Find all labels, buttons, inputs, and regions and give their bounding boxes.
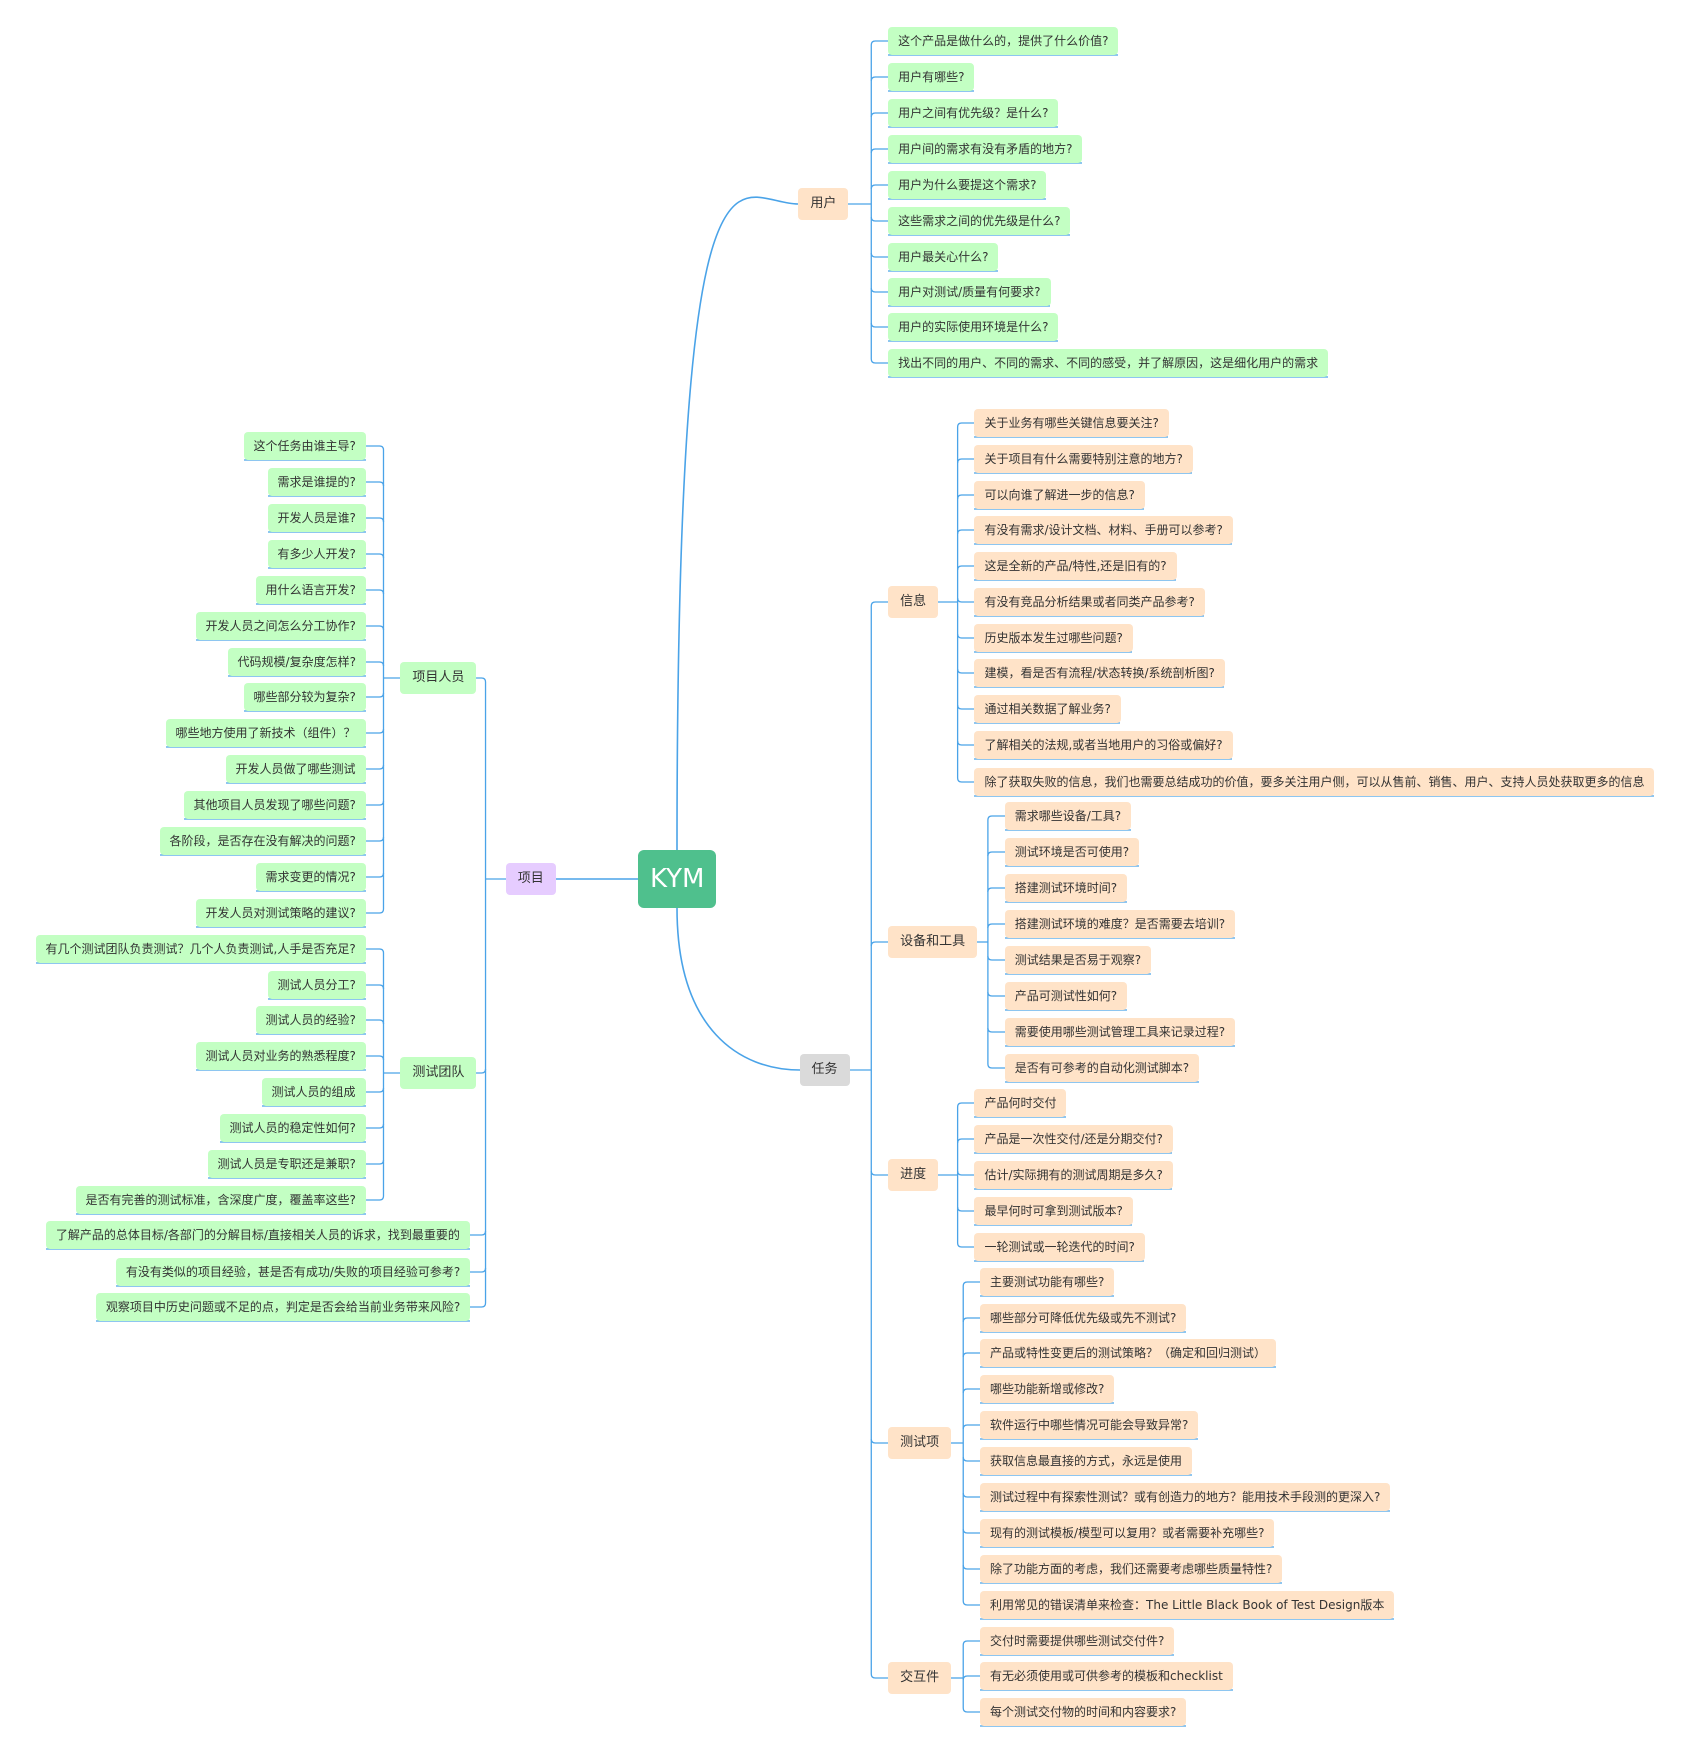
test-team-question-item[interactable]: 测试人员是专职还是兼职? [207,1149,366,1178]
user-question-item[interactable]: 用户的实际使用环境是什么? [888,313,1059,342]
test-team-question-item[interactable]: 测试人员的组成 [261,1078,366,1107]
test-team-question-item[interactable]: 是否有完善的测试标准，含深度广度，覆盖率这些? [75,1185,366,1214]
info-question-item[interactable]: 建模，看是否有流程/状态转换/系统剖析图? [974,658,1225,687]
personnel-question-item[interactable]: 开发人员之间怎么分工协作? [195,611,366,640]
branch-user[interactable]: 用户 [798,188,849,221]
deliverable-question-item[interactable]: 有无必须使用或可供参考的模板和checklist [980,1662,1233,1691]
schedule-question-item[interactable]: 产品何时交付 [974,1089,1067,1118]
test-item-question-item[interactable]: 获取信息最直接的方式，永远是使用 [980,1447,1193,1476]
user-question-item[interactable]: 这些需求之间的优先级是什么? [888,206,1071,235]
personnel-question-item[interactable]: 哪些地方使用了新技术（组件）？ [165,719,366,748]
equipment-question-item[interactable]: 搭建测试环境的难度？是否需要去培训? [1004,909,1236,938]
info-question-item[interactable]: 有没有竞品分析结果或者同类产品参考? [974,588,1205,617]
test-team-question-item[interactable]: 测试人员的经验? [255,1006,366,1035]
personnel-question-item[interactable]: 代码规模/复杂度怎样? [227,647,366,676]
info-question-item[interactable]: 关于业务有哪些关键信息要关注? [974,408,1169,437]
test-team-question-item[interactable]: 测试人员分工? [267,970,366,999]
info-question-item[interactable]: 可以向谁了解进一步的信息? [974,480,1145,509]
personnel-question-item[interactable]: 其他项目人员发现了哪些问题? [183,791,366,820]
root-node[interactable]: KYM [638,850,717,909]
equipment-question-item[interactable]: 需要使用哪些测试管理工具来记录过程? [1004,1017,1236,1046]
subbranch-test-items[interactable]: 测试项 [888,1427,952,1460]
info-question-item[interactable]: 通过相关数据了解业务? [974,694,1121,723]
info-question-item[interactable]: 除了获取失败的信息，我们也需要总结成功的价值，要多关注用户侧，可以从售前、销售、… [974,767,1655,796]
user-question-item[interactable]: 找出不同的用户、不同的需求、不同的感受，并了解原因，这是细化用户的需求 [888,349,1329,378]
personnel-question-item[interactable]: 需求是谁提的? [267,468,366,497]
test-item-question-item[interactable]: 除了功能方面的考虑，我们还需要考虑哪些质量特性? [980,1554,1283,1583]
equipment-question-item[interactable]: 产品可测试性如何? [1004,981,1128,1010]
test-item-question-item[interactable]: 主要测试功能有哪些? [980,1267,1115,1296]
personnel-question-item[interactable]: 开发人员做了哪些测试 [225,755,366,784]
schedule-question-item[interactable]: 一轮测试或一轮迭代的时间? [974,1232,1145,1261]
personnel-question-item[interactable]: 有多少人开发? [267,539,366,568]
deliverable-question-item[interactable]: 交付时需要提供哪些测试交付件? [980,1626,1175,1655]
test-item-question-item[interactable]: 现有的测试模板/模型可以复用？或者需要补充哪些? [980,1518,1275,1547]
deliverable-question-item[interactable]: 每个测试交付物的时间和内容要求? [980,1698,1187,1727]
subbranch-project-personnel[interactable]: 项目人员 [400,662,477,695]
schedule-question-item[interactable]: 估计/实际拥有的测试周期是多久? [974,1161,1173,1190]
equipment-question-item[interactable]: 是否有可参考的自动化测试脚本? [1004,1053,1200,1082]
info-question-item[interactable]: 关于项目有什么需要特别注意的地方? [974,444,1193,473]
subbranch-equipment[interactable]: 设备和工具 [888,925,978,958]
subbranch-schedule[interactable]: 进度 [888,1159,939,1192]
user-question-item[interactable]: 用户对测试/质量有何要求? [888,277,1051,306]
user-question-item[interactable]: 用户间的需求有没有矛盾的地方? [888,135,1083,164]
project-question-item[interactable]: 了解产品的总体目标/各部门的分解目标/直接相关人员的诉求，找到最重要的 [45,1220,470,1249]
subbranch-info[interactable]: 信息 [888,586,939,619]
personnel-question-item[interactable]: 开发人员对测试策略的建议? [195,898,366,927]
test-item-question-item[interactable]: 哪些功能新增或修改? [980,1375,1115,1404]
user-question-item[interactable]: 用户为什么要提这个需求? [888,171,1047,200]
user-question-item[interactable]: 用户有哪些? [888,63,975,92]
equipment-question-item[interactable]: 测试结果是否易于观察? [1004,945,1152,974]
equipment-question-item[interactable]: 测试环境是否可使用? [1004,838,1140,867]
user-question-item[interactable]: 用户最关心什么? [888,242,999,271]
personnel-question-item[interactable]: 开发人员是谁? [267,504,366,533]
user-question-item[interactable]: 这个产品是做什么的，提供了什么价值? [888,27,1119,56]
project-question-item[interactable]: 观察项目中历史问题或不足的点，判定是否会给当前业务带来风险? [95,1293,471,1322]
info-question-item[interactable]: 历史版本发生过哪些问题? [974,624,1133,653]
info-question-item[interactable]: 这是全新的产品/特性,还是旧有的? [974,552,1177,581]
personnel-question-item[interactable]: 需求变更的情况? [255,862,366,891]
test-item-question-item[interactable]: 利用常见的错误清单来检查：The Little Black Book of Te… [980,1590,1395,1619]
equipment-question-item[interactable]: 搭建测试环境时间? [1004,874,1128,903]
test-item-question-item[interactable]: 哪些部分可降低优先级或先不测试? [980,1303,1187,1332]
test-item-question-item[interactable]: 测试过程中有探索性测试？或有创造力的地方？能用技术手段测的更深入? [980,1482,1391,1511]
test-team-question-item[interactable]: 测试人员对业务的熟悉程度? [195,1042,366,1071]
info-question-item[interactable]: 有没有需求/设计文档、材料、手册可以参考? [974,516,1233,545]
test-item-question-item[interactable]: 产品或特性变更后的测试策略？（确定和回归测试） [980,1339,1277,1368]
equipment-question-item[interactable]: 需求哪些设备/工具? [1004,802,1132,831]
personnel-question-item[interactable]: 哪些部分较为复杂? [243,683,366,712]
branch-project[interactable]: 项目 [505,863,556,896]
subbranch-deliverables[interactable]: 交互件 [888,1661,952,1694]
branch-task[interactable]: 任务 [799,1053,850,1086]
personnel-question-item[interactable]: 各阶段，是否存在没有解决的问题? [159,827,366,855]
user-question-item[interactable]: 用户之间有优先级？是什么? [888,99,1059,128]
project-question-item[interactable]: 有没有类似的项目经验，甚是否有成功/失败的项目经验可参考? [115,1257,471,1286]
personnel-question-item[interactable]: 用什么语言开发? [255,575,366,604]
test-team-question-item[interactable]: 测试人员的稳定性如何? [219,1114,366,1143]
test-team-question-item[interactable]: 有几个测试团队负责测试？几个人负责测试,人手是否充足? [35,934,366,963]
subbranch-test-team[interactable]: 测试团队 [400,1057,477,1090]
schedule-question-item[interactable]: 最早何时可拿到测试版本? [974,1197,1133,1226]
test-item-question-item[interactable]: 软件运行中哪些情况可能会导致异常? [980,1411,1199,1440]
schedule-question-item[interactable]: 产品是一次性交付/还是分期交付? [974,1125,1173,1154]
personnel-question-item[interactable]: 这个任务由谁主导? [243,432,366,461]
info-question-item[interactable]: 了解相关的法规,或者当地用户的习俗或偏好? [974,730,1233,759]
